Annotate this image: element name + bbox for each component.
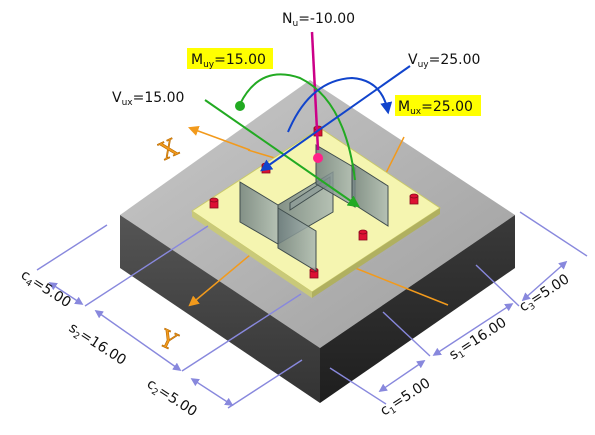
load-labels: Nu=-10.00 Muy=15.00 Vuy=25.00 Vux=15.00 … (112, 11, 481, 117)
dimension-lines-left (36, 224, 303, 409)
moment-x-arrow (287, 76, 393, 133)
muy-label: Muy=15.00 (191, 52, 266, 70)
moment-y-arrow (239, 73, 356, 181)
c2-label: c2=5.00 (143, 376, 200, 422)
vux-label: Vux=15.00 (112, 90, 184, 108)
shear-y-arrow (260, 65, 411, 172)
pedestal-right-face (320, 215, 515, 403)
c1-label: c1=5.00 (377, 375, 434, 421)
muy-highlight (187, 48, 273, 69)
flange-right (277, 207, 317, 272)
load-arrows (204, 31, 411, 208)
mux-label: Mux=25.00 (398, 99, 473, 117)
c4-label: c4=5.00 (17, 267, 74, 313)
shear-x-arrow (204, 99, 360, 208)
moment-y-head (235, 101, 245, 111)
bolt (358, 229, 368, 241)
pedestal-left-face (120, 215, 320, 403)
c3-label: c3=5.00 (516, 271, 573, 317)
mux-highlight (395, 95, 481, 116)
bolt (209, 197, 219, 209)
steel-column (239, 144, 389, 272)
dimension-lines-right (329, 211, 588, 405)
vuy-label: Vuy=25.00 (408, 52, 480, 70)
axis-x-label: X (155, 133, 182, 166)
axis-y-label: Y (154, 324, 182, 357)
flange-back-right (351, 162, 389, 227)
bolt (409, 193, 419, 205)
axial-load-point (313, 153, 323, 163)
nu-label: Nu=-10.00 (282, 11, 355, 29)
